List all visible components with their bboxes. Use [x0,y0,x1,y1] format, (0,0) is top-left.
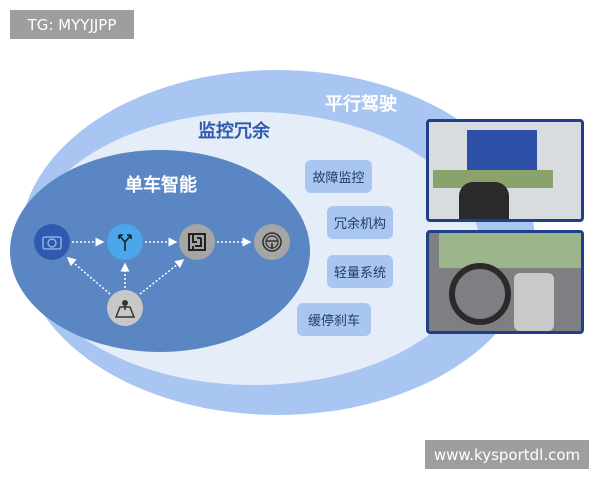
fork-arrow-icon [107,224,143,260]
vehicle-interior-photo [426,230,584,334]
lightweight-system-box: 轻量系统 [327,255,393,288]
watermark-bottom: www.kysportdl.com [425,440,589,469]
map-pin-icon [107,290,143,326]
monitoring-redundancy-title: 监控冗余 [198,121,270,142]
maze-icon [179,224,215,260]
parallel-driving-title: 平行驾驶 [325,94,397,115]
slow-stop-brake-box: 缓停刹车 [297,303,371,336]
watermark-top: TG: MYYJJPP [10,10,134,39]
simulator-photo [426,119,584,222]
single-vehicle-title: 单车智能 [125,175,197,196]
redundant-mechanism-box: 冗余机构 [327,206,393,239]
camera-icon [34,224,70,260]
steering-wheel-icon [254,224,290,260]
fault-monitoring-box: 故障监控 [305,160,372,193]
